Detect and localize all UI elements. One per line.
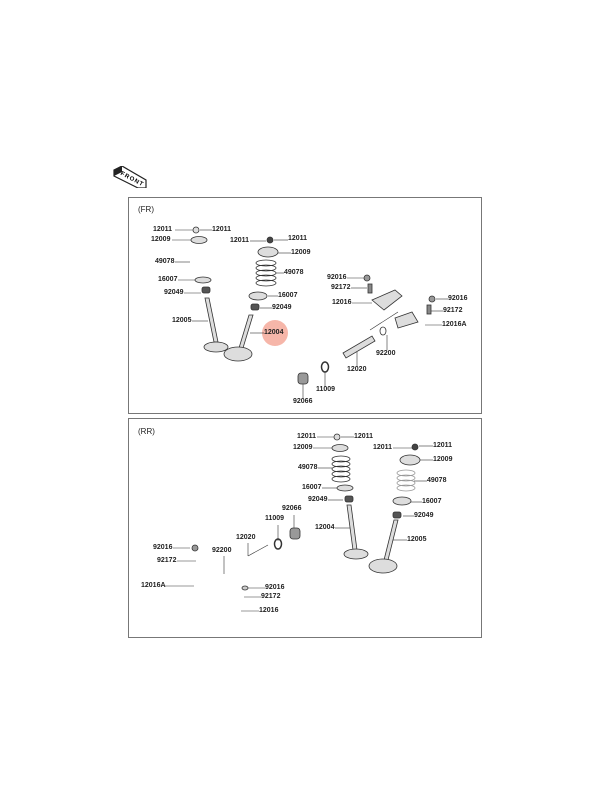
part-label: 92200 — [212, 547, 232, 554]
part-label: 12011 — [373, 444, 393, 451]
part-label: 12009 — [433, 456, 453, 463]
part-label: 12011 — [230, 237, 250, 244]
part-label: 16007 — [278, 292, 298, 299]
part-label: 49078 — [155, 258, 175, 265]
part-label: 12020 — [347, 366, 367, 373]
part-label: 92066 — [282, 505, 302, 512]
part-label-highlighted[interactable]: 12004 — [264, 329, 284, 336]
part-label: 92172 — [331, 284, 351, 291]
part-label: 92049 — [272, 304, 292, 311]
part-label: 49078 — [298, 464, 318, 471]
part-label: 12020 — [236, 534, 256, 541]
part-label: 12011 — [433, 442, 453, 449]
part-label: 12009 — [151, 236, 171, 243]
part-label: 12011 — [354, 433, 374, 440]
part-label: 12016 — [259, 607, 279, 614]
part-label: 49078 — [284, 269, 304, 276]
part-label: 12009 — [291, 249, 311, 256]
part-label: 16007 — [302, 484, 322, 491]
part-label: 92200 — [376, 350, 396, 357]
part-label: 49078 — [427, 477, 447, 484]
part-label: 12005 — [172, 317, 192, 324]
panel-title-rr: (RR) — [138, 427, 155, 436]
highlight-circle — [262, 320, 288, 346]
part-label: 92016 — [153, 544, 173, 551]
part-label: 92172 — [443, 307, 463, 314]
part-label: 12016A — [141, 582, 166, 589]
part-label: 92172 — [261, 593, 281, 600]
part-label: 12009 — [293, 444, 313, 451]
part-label: 12005 — [407, 536, 427, 543]
part-label: 92066 — [293, 398, 313, 405]
part-label: 92049 — [308, 496, 328, 503]
part-label: 92016 — [327, 274, 347, 281]
part-label: 92016 — [448, 295, 468, 302]
panel-title-fr: (FR) — [138, 205, 154, 214]
part-label: 92172 — [157, 557, 177, 564]
panel-rear-cylinder — [128, 418, 482, 638]
part-label: 12004 — [315, 524, 335, 531]
part-label: 16007 — [422, 498, 442, 505]
part-label: 12011 — [288, 235, 308, 242]
part-label: 12016A — [442, 321, 467, 328]
part-label: 11009 — [265, 515, 285, 522]
front-arrow-icon — [113, 166, 147, 188]
part-label: 92016 — [265, 584, 285, 591]
part-label: 12011 — [297, 433, 317, 440]
part-label: 12011 — [212, 226, 232, 233]
part-label: 11009 — [316, 386, 336, 393]
part-label: 92049 — [414, 512, 434, 519]
part-label: 12011 — [153, 226, 173, 233]
part-label: 16007 — [158, 276, 178, 283]
part-label: 12016 — [332, 299, 352, 306]
part-label: 92049 — [164, 289, 184, 296]
